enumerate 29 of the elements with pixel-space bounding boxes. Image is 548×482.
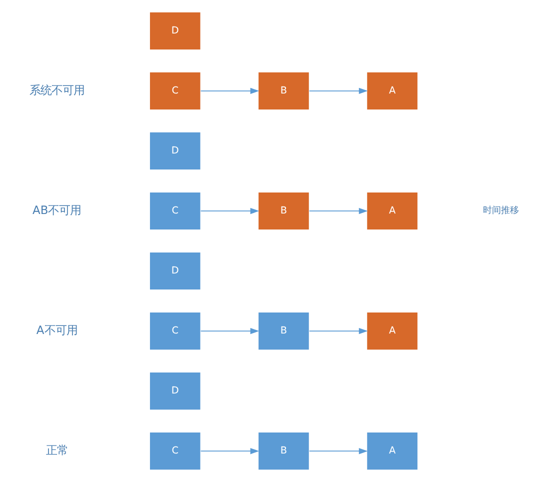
node-box: A — [366, 192, 418, 230]
node-box: C — [149, 72, 202, 110]
node-box: D — [149, 11, 202, 50]
node-box: B — [258, 432, 310, 471]
node-box: B — [258, 312, 310, 350]
arrow — [308, 328, 368, 334]
arrow — [200, 448, 260, 454]
node-box: A — [366, 72, 418, 110]
arrow — [200, 88, 260, 94]
label: 时间推移 — [482, 206, 519, 216]
arrow — [200, 328, 260, 334]
label: AB不可用 — [32, 202, 82, 217]
node-box: B — [258, 72, 310, 110]
arrow — [200, 208, 260, 214]
node-box: A — [366, 432, 418, 471]
node-box: D — [149, 252, 202, 290]
node-box: C — [149, 312, 202, 350]
node-box: D — [149, 132, 202, 170]
label: A不可用 — [36, 323, 78, 338]
node-box: B — [258, 192, 310, 230]
arrow — [308, 448, 368, 454]
arrow — [308, 208, 368, 214]
node-box: D — [149, 372, 202, 410]
node-box: A — [366, 312, 418, 350]
arrow — [308, 88, 368, 94]
node-box: C — [149, 192, 202, 230]
label: 系统不可用 — [29, 82, 84, 97]
node-box: C — [149, 432, 202, 471]
label: 正常 — [46, 443, 68, 458]
